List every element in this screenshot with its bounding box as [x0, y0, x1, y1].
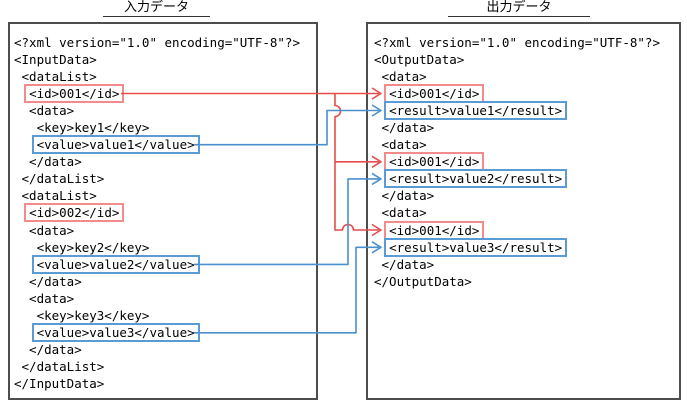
xml-line: </data> [374, 256, 435, 272]
xml-line: <InputData> [14, 51, 97, 67]
input-panel-title: 入力データ [103, 0, 210, 17]
xml-line: <key>key3</key> [14, 308, 150, 323]
xml-line: </data> [374, 188, 435, 204]
xml-line: <?xml version="1.0" encoding="UTF-8"?> [14, 34, 300, 50]
value-highlight-box: <value>value1</value> [31, 135, 200, 155]
xml-line: <value>value1</value> [14, 135, 300, 155]
value-highlight-box: <result>value2</result> [384, 169, 568, 189]
value-highlight-box: <result>value3</result> [384, 237, 568, 257]
xml-line: <value>value2</value> [14, 254, 300, 274]
xml-line: </data> [14, 154, 82, 170]
value-highlight-box: <result>value1</result> [384, 100, 568, 120]
xml-line: <key>key2</key> [14, 239, 150, 255]
id-highlight-box: <id>001</id> [384, 83, 485, 103]
xml-line: </dataList> [14, 171, 105, 187]
xml-line: <data> [14, 222, 75, 238]
value-highlight-box: <value>value2</value> [31, 254, 200, 274]
xml-line: <id>001</id> [374, 220, 660, 240]
xml-line: <?xml version="1.0" encoding="UTF-8"?> [374, 34, 660, 50]
xml-line: <value>value3</value> [14, 323, 300, 343]
xml-line: </InputData> [14, 376, 105, 392]
xml-line: <result>value1</result> [374, 100, 660, 120]
id-highlight-box: <id>001</id> [24, 83, 125, 103]
id-highlight-box: <id>002</id> [24, 203, 125, 223]
id-highlight-box: <id>001</id> [384, 220, 485, 240]
xml-line: </data> [374, 119, 435, 135]
xml-line: <key>key1</key> [14, 119, 150, 135]
xml-line: <data> [14, 290, 75, 306]
id-highlight-box: <id>001</id> [384, 152, 485, 172]
xml-line: <id>001</id> [374, 152, 660, 172]
xml-line: <dataList> [14, 68, 97, 84]
xml-line: <data> [374, 68, 427, 84]
xml-line: <data> [14, 102, 75, 118]
output-panel-title: 出力データ [448, 0, 590, 17]
xml-line: <data> [374, 205, 427, 221]
input-xml-code: <?xml version="1.0" encoding="UTF-8"?><I… [14, 34, 300, 393]
value-highlight-box: <value>value3</value> [31, 323, 200, 343]
xml-line: <result>value3</result> [374, 237, 660, 257]
xml-line: <id>002</id> [14, 203, 300, 223]
xml-line: <id>001</id> [374, 83, 660, 103]
xml-line: <id>001</id> [14, 83, 300, 103]
xml-line: <dataList> [14, 188, 97, 204]
xml-line: <OutputData> [374, 51, 465, 67]
xml-line: <result>value2</result> [374, 169, 660, 189]
xml-line: </data> [14, 273, 82, 289]
xml-line: <data> [374, 137, 427, 153]
output-xml-code: <?xml version="1.0" encoding="UTF-8"?><O… [374, 34, 660, 290]
xml-line: </data> [14, 342, 82, 358]
output-data-panel [366, 22, 681, 400]
xml-line: </OutputData> [374, 273, 472, 289]
xml-line: </dataList> [14, 359, 105, 375]
